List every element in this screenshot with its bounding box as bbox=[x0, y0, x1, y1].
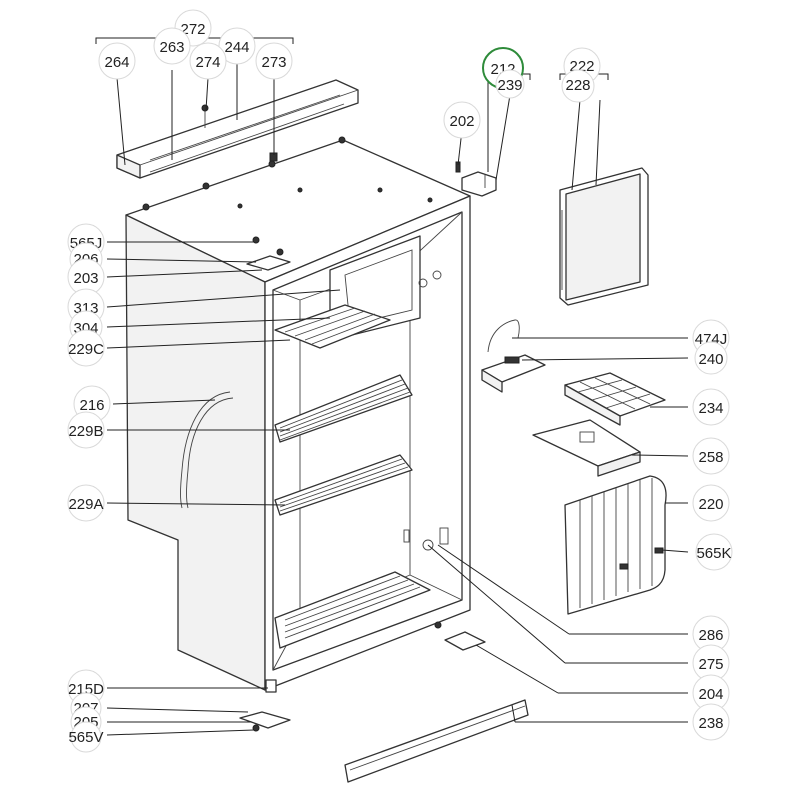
svg-text:228: 228 bbox=[565, 77, 590, 94]
callout-202[interactable]: 202 bbox=[443, 101, 481, 139]
callout-263[interactable]: 263 bbox=[153, 27, 191, 65]
kickplate[interactable] bbox=[344, 699, 529, 783]
callout-273[interactable]: 273 bbox=[255, 42, 293, 80]
svg-text:244: 244 bbox=[224, 39, 249, 56]
callout-274[interactable]: 274 bbox=[189, 42, 227, 80]
svg-text:286: 286 bbox=[698, 627, 723, 644]
svg-text:272: 272 bbox=[180, 21, 205, 38]
shelf-229A[interactable] bbox=[274, 454, 413, 516]
callout-240[interactable]: 240 bbox=[694, 341, 728, 375]
callout-229B[interactable]: 229B bbox=[67, 411, 105, 449]
callout-275[interactable]: 275 bbox=[692, 644, 730, 682]
bottom-shelf bbox=[274, 571, 431, 649]
svg-text:229B: 229B bbox=[68, 423, 103, 440]
shelf-229C[interactable] bbox=[274, 304, 391, 349]
svg-text:275: 275 bbox=[698, 656, 723, 673]
callout-264[interactable]: 264 bbox=[98, 42, 136, 80]
callout-286[interactable]: 286 bbox=[692, 615, 730, 653]
evaporator-cover[interactable] bbox=[564, 475, 667, 615]
callout-565V[interactable]: 565V bbox=[68, 721, 104, 753]
callout-220[interactable]: 220 bbox=[692, 484, 730, 522]
svg-text:273: 273 bbox=[261, 54, 286, 71]
top-trim-bar[interactable] bbox=[116, 79, 359, 179]
svg-text:234: 234 bbox=[698, 400, 723, 417]
svg-text:565K: 565K bbox=[696, 545, 731, 562]
svg-text:203: 203 bbox=[73, 270, 98, 287]
thermostat[interactable] bbox=[481, 319, 546, 393]
upper-left-hinge[interactable] bbox=[246, 236, 291, 271]
callout-234[interactable]: 234 bbox=[692, 388, 730, 426]
svg-text:240: 240 bbox=[698, 351, 723, 368]
callout-204[interactable]: 204 bbox=[692, 674, 730, 712]
svg-text:215D: 215D bbox=[68, 681, 104, 698]
svg-text:202: 202 bbox=[449, 113, 474, 130]
freezer-door[interactable] bbox=[559, 167, 649, 306]
svg-text:216: 216 bbox=[79, 397, 104, 414]
callout-244[interactable]: 244 bbox=[218, 27, 256, 65]
svg-text:220: 220 bbox=[698, 496, 723, 513]
callout-229C[interactable]: 229C bbox=[67, 329, 105, 367]
ice-tray[interactable] bbox=[564, 372, 666, 426]
callout-258[interactable]: 258 bbox=[692, 437, 730, 475]
bottom-hinge-205[interactable] bbox=[239, 711, 291, 732]
foot-215D[interactable] bbox=[265, 679, 277, 693]
svg-text:239: 239 bbox=[497, 77, 522, 94]
svg-text:238: 238 bbox=[698, 715, 723, 732]
callout-229A[interactable]: 229A bbox=[67, 484, 105, 522]
bottom-hinge-204[interactable] bbox=[434, 621, 486, 651]
callout-238[interactable]: 238 bbox=[692, 703, 730, 741]
callout-228[interactable]: 228 bbox=[561, 69, 595, 103]
callout-239[interactable]: 239 bbox=[495, 69, 525, 99]
svg-text:229C: 229C bbox=[68, 341, 104, 358]
svg-text:274: 274 bbox=[195, 54, 220, 71]
svg-text:204: 204 bbox=[698, 686, 723, 703]
svg-text:229A: 229A bbox=[68, 496, 103, 513]
shelf-229B[interactable] bbox=[274, 374, 413, 443]
svg-text:264: 264 bbox=[104, 54, 129, 71]
svg-text:258: 258 bbox=[698, 449, 723, 466]
callout-565K[interactable]: 565K bbox=[695, 533, 733, 571]
svg-text:565V: 565V bbox=[68, 729, 103, 746]
top-hinge[interactable] bbox=[455, 161, 497, 197]
drip-tray[interactable] bbox=[532, 419, 641, 477]
fridge-cabinet[interactable] bbox=[125, 136, 471, 691]
svg-text:263: 263 bbox=[159, 39, 184, 56]
leader-lines bbox=[106, 62, 689, 736]
